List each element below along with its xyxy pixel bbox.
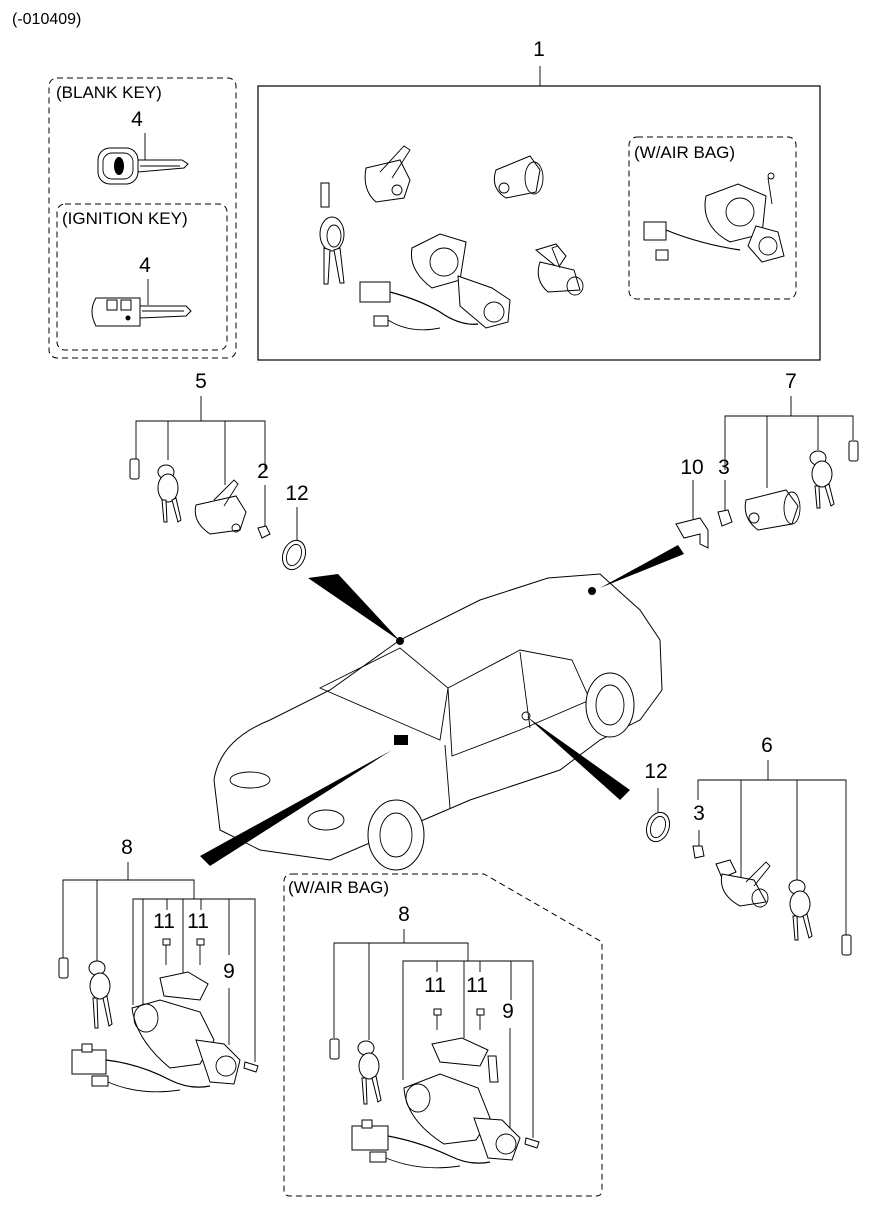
key-pair-icon [319,182,345,285]
trunk-lock-bracket [724,415,854,470]
key-tag-icon [848,440,859,462]
ignition-lock-airbag-group: (W/AIR BAG) 8 11 11 9 [283,873,603,1197]
front-door-lock-group: 5 2 12 [129,370,309,571]
lock-set-callout: 1 [533,38,545,61]
front-door-clip-callout: 2 [257,460,269,483]
key-pair-icon [88,960,113,1029]
pointer-front-door [308,574,400,641]
pointer-trunk [600,545,684,588]
ignition-bolt-b-callout: 11 [187,910,209,933]
ignition-airbag-bolt-a-callout: 11 [424,974,446,997]
lock-set-group: 1 [257,38,821,361]
remote-key-icon [91,297,192,327]
ignition-airbag-switch-callout: 9 [502,1000,514,1023]
ignition-key-caption: (IGNITION KEY) [62,209,188,228]
ignition-lock-body-icon [351,1073,521,1169]
ignition-airbag-caption: (W/AIR BAG) [288,878,389,897]
front-door-lock-bracket [135,420,266,470]
rear-door-lock-location [521,711,531,721]
upper-clamp-icon [159,971,209,1001]
ignition-location [394,735,408,745]
front-wheel [367,799,425,871]
trunk-lock-location [588,587,596,595]
switch-connector-icon [487,1055,499,1083]
ignition-airbag-bolt-b-callout: 11 [466,974,488,997]
trunk-lock-group: 7 3 10 [675,370,859,549]
front-door-lock-callout: 5 [195,370,207,393]
ignition-airbag-callout: 8 [398,903,410,926]
key-pair-icon [788,879,813,941]
rear-door-lock-callout: 6 [761,734,773,757]
pointer-ignition [200,750,392,866]
door-lock-cylinder-icon [364,145,411,203]
rear-wheel [585,672,635,738]
screw-icon [243,1061,259,1073]
key-tag-icon [329,1038,340,1060]
rear-door-lock-group: 12 6 3 [644,734,852,956]
rear-door-ring-callout: 12 [644,760,667,783]
bolt-icon [162,938,205,965]
key-tag-icon [129,458,140,480]
trunk-lock-callout: 7 [785,370,797,393]
ignition-assembly-icon [359,233,511,331]
seal-ring-icon [645,811,671,843]
vehicle-outline [213,573,663,871]
ignition-airbag-frame [283,873,603,1197]
front-door-ring-callout: 12 [285,482,308,505]
key-tag-icon [58,957,69,979]
ignition-lock-body-icon [71,999,241,1093]
lock-set-frame [257,85,821,361]
seal-ring-icon [281,539,307,571]
glovebox-lock-cylinder-icon [534,243,584,296]
bolt-icon [433,1008,485,1030]
ignition-bolt-a-callout: 11 [153,910,175,933]
rear-door-clip-callout: 3 [693,802,705,825]
door-lock-cylinder-icon [715,859,771,908]
lock-set-airbag-caption: (W/AIR BAG) [634,143,735,162]
trunk-clip-callout: 3 [718,456,730,479]
screw-icon [524,1137,540,1149]
ignition-lock-group: 8 11 11 9 [58,836,259,1093]
blank-key-caption: (BLANK KEY) [56,83,162,102]
grille [229,771,271,789]
trunk-lock-cylinder-icon [493,155,544,199]
blank-key-frame [48,77,237,359]
key-pair-icon [357,1040,382,1105]
trunk-lock-cylinder-icon [744,489,801,531]
ignition-lock-bracket [62,879,195,958]
lock-set-airbag-frame [628,136,797,300]
key-group: (BLANK KEY) 4 (IGNITION KEY) 4 [48,77,237,359]
ignition-key-frame [56,203,228,351]
ignition-airbag-bracket [333,942,469,1038]
clip-icon [692,845,705,859]
trunk-bracket-callout: 10 [680,456,703,479]
rear-door-lock-bracket [697,779,847,935]
headlight [307,809,345,831]
door-lock-cylinder-icon [194,479,247,535]
clip-icon [717,509,733,527]
airbag-ignition-assembly-icon [643,172,785,263]
ignition-lock-callout: 8 [121,836,133,859]
key-pair-icon [809,450,835,509]
clip-icon [257,525,271,539]
key-pair-icon [157,464,182,523]
pointer-rear-door [526,716,630,800]
key-tag-icon [841,934,852,956]
ignition-switch-callout: 9 [223,960,235,983]
bracket-icon [675,517,709,549]
upper-clamp-icon [431,1037,489,1067]
revision-code: (-010409) [12,11,81,28]
blank-key-callout: 4 [131,108,143,131]
ignition-key-callout: 4 [139,254,151,277]
blank-key-icon [97,147,189,185]
